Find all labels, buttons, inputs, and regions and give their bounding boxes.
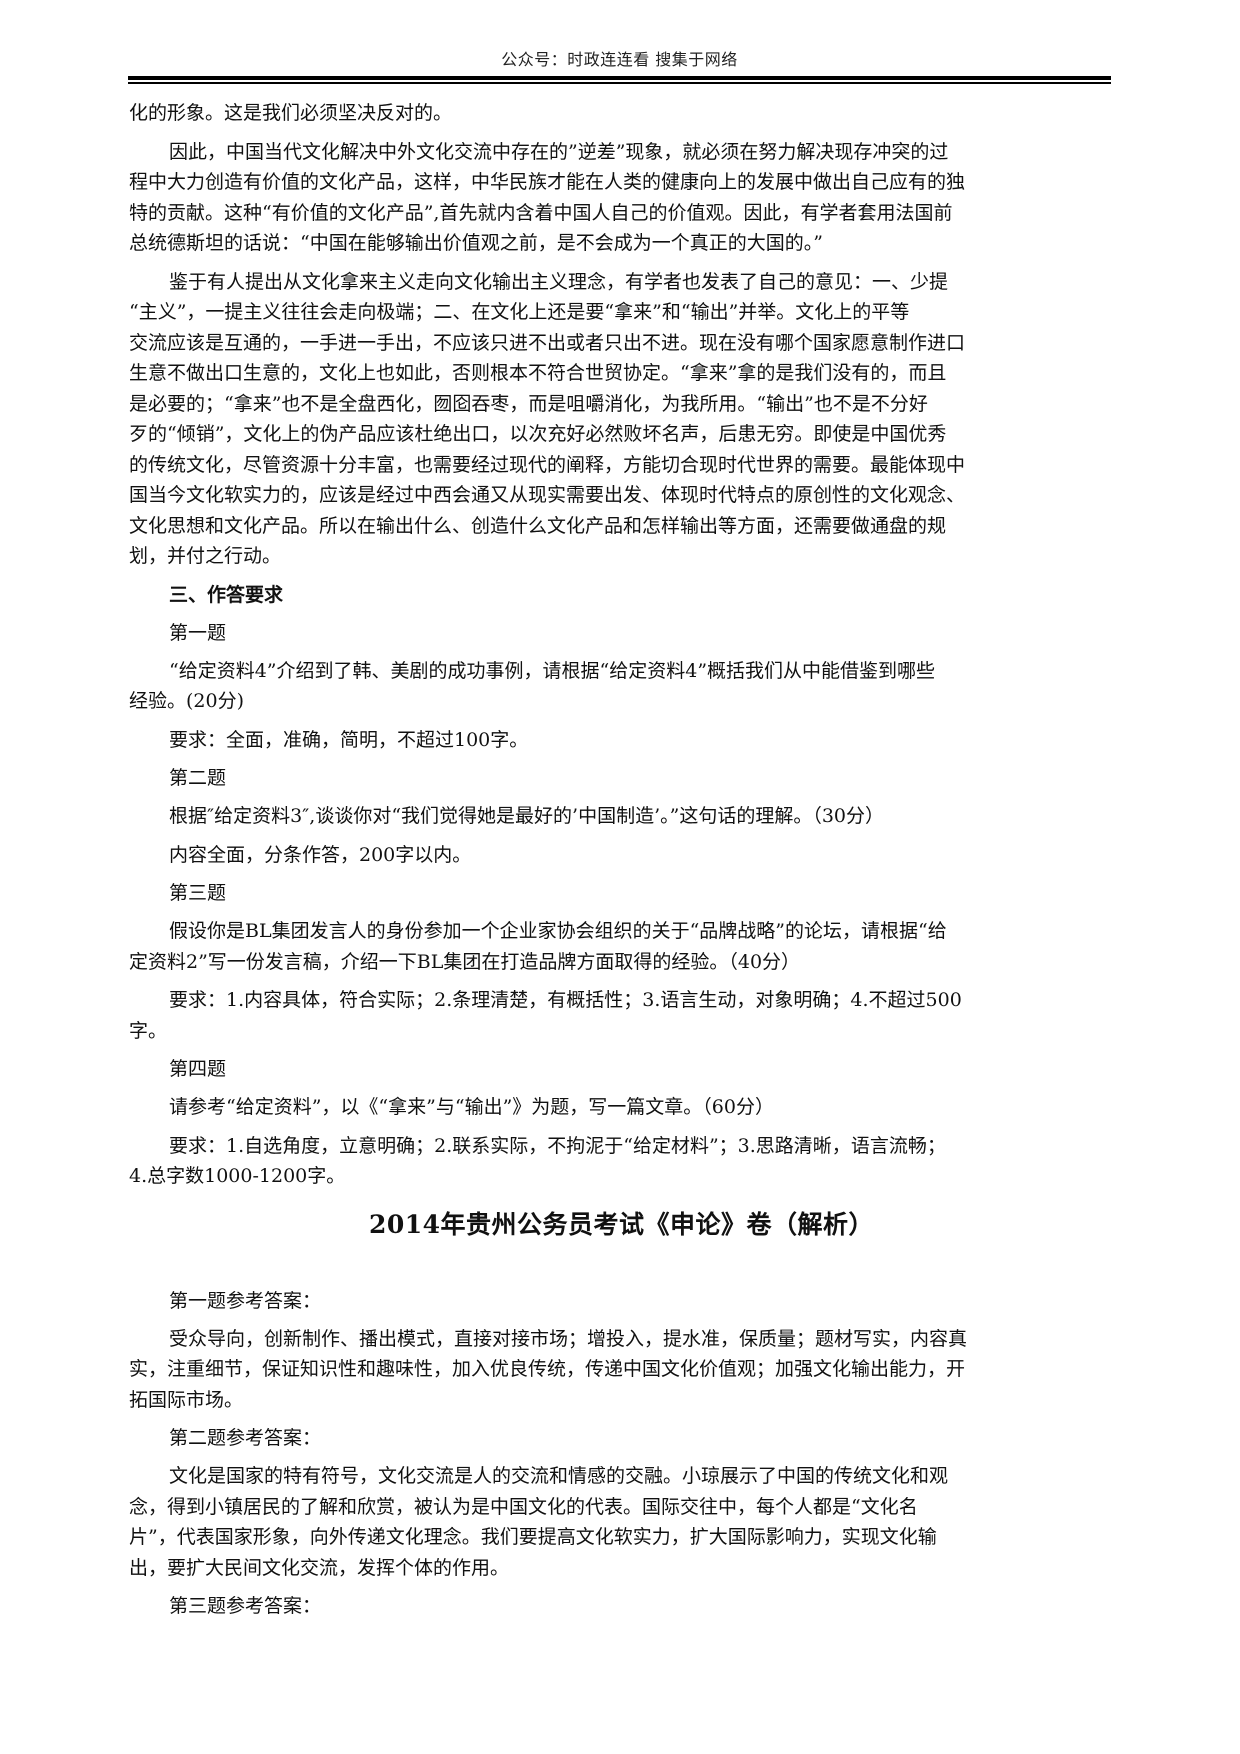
answer-1-label: 第一题参考答案： [169, 1289, 322, 1312]
question-4-prompt: 请参考“给定资料”，以《“拿来”与“输出”》为题，写一篇文章。（60分） [129, 1092, 1114, 1123]
document-body: 化的形象。这是我们必须坚决反对的。 因此，中国当代文化解决中外文化交流中存在的”… [129, 98, 1114, 1629]
question-4-label: 第四题 [169, 1058, 227, 1080]
text-line: 念，得到小镇居民的了解和欣赏，被认为是中国文化的代表。国际交往中，每个人都是“文… [129, 1495, 918, 1518]
section-heading-requirements: 三、作答要求 [169, 583, 284, 606]
text-line: 受众导向，创新制作、播出模式，直接对接市场；增投入，提水准，保质量；题材写实，内… [169, 1327, 968, 1350]
text-line: 4.总字数1000-1200字。 [129, 1165, 346, 1187]
paragraph-cultural-deficit: 因此，中国当代文化解决中外文化交流中存在的”逆差”现象，就必须在努力解决现存冲突… [129, 137, 1114, 259]
answer-3-label: 第三题参考答案： [169, 1595, 322, 1617]
question-3-label: 第三题 [169, 882, 227, 904]
text-line: 特的贡献。这种“有价值的文化产品”,首先就内含着中国人自己的价值观。因此，有学者… [129, 201, 953, 224]
question-4-requirement: 要求：1.自选角度，立意明确；2.联系实际，不拘泥于“给定材料”；3.思路清晰，… [129, 1131, 1114, 1192]
text-line: “主义”，一提主义往往会走向极端；二、在文化上还是要“拿来”和“输出”并举。文化… [129, 301, 910, 323]
text-line: 化的形象。这是我们必须坚决反对的。 [129, 102, 453, 124]
text-line: 内容全面，分条作答，200字以内。 [169, 843, 472, 866]
answer-2-text: 文化是国家的特有符号，文化交流是人的交流和情感的交融。小琼展示了中国的传统文化和… [129, 1461, 1114, 1583]
text-line: 要求：全面，准确，简明，不超过100字。 [169, 728, 529, 751]
question-3-prompt: 假设你是BL集团发言人的身份参加一个企业家协会组织的关于“品牌战略”的论坛，请根… [129, 916, 1114, 977]
analysis-title: 2014年贵州公务员考试《申论》卷（解析） [368, 1209, 875, 1239]
text-line: 定资料2”写一份发言稿，介绍一下BL集团在打造品牌方面取得的经验。（40分） [129, 950, 801, 973]
question-1-prompt: “给定资料4”介绍到了韩、美剧的成功事例，请根据“给定资料4”概括我们从中能借鉴… [129, 656, 1114, 717]
text-line: 拓国际市场。 [129, 1388, 244, 1411]
text-line: “给定资料4”介绍到了韩、美剧的成功事例，请根据“给定资料4”概括我们从中能借鉴… [169, 659, 936, 682]
text-line: 假设你是BL集团发言人的身份参加一个企业家协会组织的关于“品牌战略”的论坛，请根… [169, 920, 947, 942]
text-line: 实，注重细节，保证知识性和趣味性，加入优良传统，传递中国文化价值观；加强文化输出… [129, 1358, 966, 1380]
page-header: 公众号：时政连连看 搜集于网络 [501, 50, 738, 69]
text-line: 字。 [129, 1019, 168, 1042]
text-line: 是必要的；“拿来”也不是全盘西化，囫囵吞枣，而是咀嚼消化，为我所用。“输出”也不… [129, 392, 928, 415]
text-line: 出，要扩大民间文化交流，发挥个体的作用。 [129, 1556, 510, 1579]
text-line: 歹的“倾销”，文化上的伪产品应该杜绝出口，以次充好必然败坏名声，后患无穷。即使是… [129, 423, 947, 445]
text-line: 要求：1.自选角度，立意明确；2.联系实际，不拘泥于“给定材料”；3.思路清晰，… [169, 1134, 946, 1157]
question-3-requirement: 要求：1.内容具体，符合实际；2.条理清楚，有概括性；3.语言生动，对象明确；4… [129, 985, 1114, 1046]
text-line: 片”，代表国家形象，向外传递文化理念。我们要提高文化软实力，扩大国际影响力，实现… [129, 1526, 937, 1548]
text-line: 生意不做出口生意的，文化上也如此，否则根本不符合世贸协定。“拿来”拿的是我们没有… [129, 362, 947, 384]
text-line: 因此，中国当代文化解决中外文化交流中存在的”逆差”现象，就必须在努力解决现存冲突… [169, 140, 949, 163]
paragraph-continuation: 化的形象。这是我们必须坚决反对的。 [129, 98, 1114, 129]
text-line: 文化是国家的特有符号，文化交流是人的交流和情感的交融。小琼展示了中国的传统文化和… [169, 1465, 949, 1487]
question-2-label: 第二题 [169, 767, 227, 789]
text-line: 程中大力创造有价值的文化产品，这样，中华民族才能在人类的健康向上的发展中做出自己… [129, 171, 966, 193]
paragraph-take-and-export: 鉴于有人提出从文化拿来主义走向文化输出主义理念，有学者也发表了自己的意见：一、少… [129, 267, 1114, 572]
text-line: 国当今文化软实力的，应该是经过中西会通又从现实需要出发、体现时代特点的原创性的文… [129, 484, 966, 506]
text-line: 文化思想和文化产品。所以在输出什么、创造什么文化产品和怎样输出等方面，还需要做通… [129, 514, 947, 537]
answer-2-label: 第二题参考答案： [169, 1427, 322, 1449]
header-rule-thin [128, 82, 1111, 84]
question-1-requirement: 要求：全面，准确，简明，不超过100字。 [129, 725, 1114, 756]
question-1-label: 第一题 [169, 621, 227, 644]
header-rule-thick [128, 76, 1111, 80]
text-line: 根据″给定资料3″,谈谈你对“我们觉得她是最好的’中国制造’。”这句话的理解。（… [169, 805, 885, 827]
text-line: 总统德斯坦的话说：“中国在能够输出价值观之前，是不会成为一个真正的大国的。” [129, 232, 823, 254]
answer-1-text: 受众导向，创新制作、播出模式，直接对接市场；增投入，提水准，保质量；题材写实，内… [129, 1324, 1114, 1416]
text-line: 经验。(20分) [129, 690, 245, 712]
text-line: 的传统文化，尽管资源十分丰富，也需要经过现代的阐释，方能切合现时代世界的需要。最… [129, 453, 966, 476]
text-line: 交流应该是互通的，一手进一手出，不应该只进不出或者只出不进。现在没有哪个国家愿意… [129, 331, 966, 354]
question-2-prompt: 根据″给定资料3″,谈谈你对“我们觉得她是最好的’中国制造’。”这句话的理解。（… [129, 801, 1114, 832]
text-line: 鉴于有人提出从文化拿来主义走向文化输出主义理念，有学者也发表了自己的意见：一、少… [169, 270, 949, 293]
text-line: 划，并付之行动。 [129, 545, 282, 567]
text-line: 要求：1.内容具体，符合实际；2.条理清楚，有概括性；3.语言生动，对象明确；4… [169, 989, 962, 1011]
question-2-requirement: 内容全面，分条作答，200字以内。 [129, 840, 1114, 871]
text-line: 请参考“给定资料”，以《“拿来”与“输出”》为题，写一篇文章。（60分） [169, 1096, 774, 1118]
